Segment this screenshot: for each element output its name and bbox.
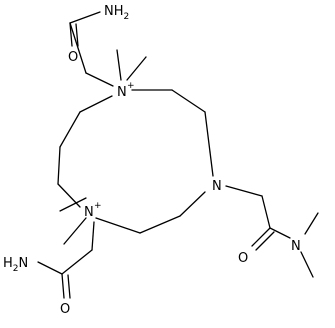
bond-c-o-right-b (255, 231, 275, 251)
bond-n-left-ch2 (91, 221, 95, 251)
bond-c-nh2-top (69, 11, 101, 24)
ring-bond-6 (139, 215, 181, 234)
ring-bond-2 (171, 89, 206, 113)
ring-bond-3 (204, 111, 211, 153)
o-right-label: O (238, 251, 248, 266)
h2n-bottom-label: H2N (3, 256, 28, 274)
o-bottom-label: O (60, 302, 70, 317)
ring-bond-4 (209, 151, 214, 177)
o-top-label: O (68, 50, 78, 65)
bond-ch2-c-right (261, 195, 271, 229)
n-left-charge: + (94, 201, 102, 211)
bond-n-right-me1 (304, 212, 319, 235)
bonds (37, 11, 319, 299)
nh2-top-label: NH2 (104, 4, 129, 22)
bond-c-o-bottom-b (67, 274, 71, 299)
bond-n-left-me2 (63, 217, 87, 245)
n-amide-right-label: N (291, 239, 301, 254)
bond-c-o-right-a (251, 227, 271, 247)
bond-c-nh2-bottom (37, 261, 63, 275)
bond-n-left-me1 (59, 197, 87, 212)
bond-c-o-bottom-a (61, 273, 65, 299)
bond-c-o-top-a (69, 22, 73, 47)
n-left-label: N (84, 205, 94, 220)
ring-bond-9 (57, 146, 61, 185)
bond-c-n-right (269, 227, 291, 239)
bond-n-right-me2 (300, 251, 314, 278)
ring-bond-11 (79, 95, 113, 113)
bond-ch2-c-bottom (61, 249, 93, 275)
ring-bond-7 (95, 217, 141, 234)
bond-ch2-n-top (85, 72, 114, 87)
bond-c-ch2-top (69, 22, 87, 74)
n-top-charge: + (127, 81, 135, 91)
n-top-label: N (117, 85, 127, 100)
bond-n-top-me2 (126, 56, 147, 81)
ring-bond-8 (57, 183, 81, 208)
n-right-label: N (212, 179, 222, 194)
bond-n-right-ch2 (225, 185, 263, 197)
bond-n-top-me1 (116, 49, 122, 81)
ring-bond-10 (59, 111, 81, 148)
ring-bond-5 (179, 191, 206, 217)
atom-labels: NH2 O N + N N + O N H2N O (3, 4, 301, 317)
bond-c-o-top-b (75, 23, 79, 47)
